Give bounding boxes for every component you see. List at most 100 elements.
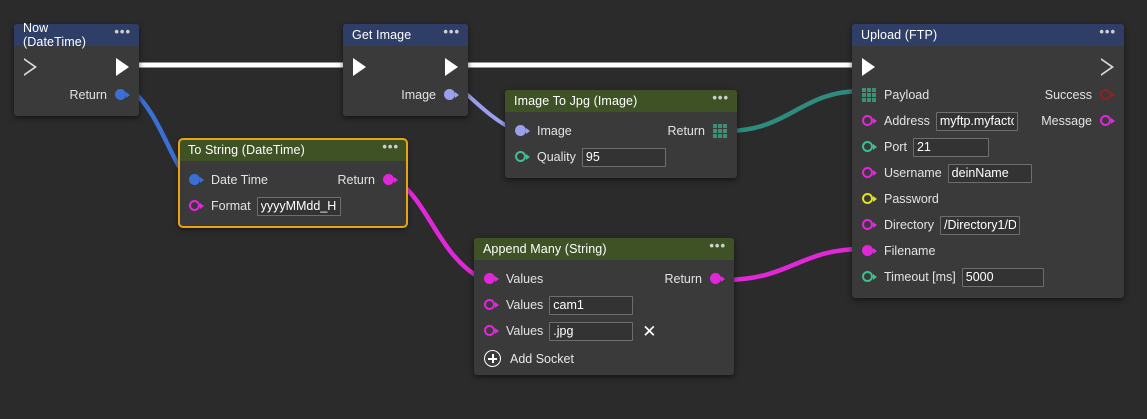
exec-in-icon[interactable] [353, 58, 366, 76]
output-label-success: Success [1044, 88, 1092, 102]
output-label-return: Return [664, 272, 702, 286]
port-input[interactable] [912, 137, 989, 157]
exec-out-icon[interactable] [1101, 58, 1114, 76]
node-body: Date Time Return Format [179, 161, 407, 227]
socket-date-time-in[interactable] [189, 174, 204, 186]
input-label-filename: Filename [884, 244, 936, 258]
username-input[interactable] [947, 163, 1032, 183]
exec-row [852, 52, 1124, 82]
node-title-bar[interactable]: Now (DateTime) ••• [14, 21, 139, 49]
node-get-image[interactable]: Get Image ••• Image [343, 24, 468, 116]
output-row-image: Image [343, 82, 468, 108]
address-input[interactable] [935, 111, 1018, 131]
socket-success-out[interactable] [1100, 89, 1115, 101]
socket-image-in[interactable] [515, 125, 530, 137]
node-menu-icon[interactable]: ••• [712, 89, 729, 105]
delete-socket-icon[interactable]: ✕ [642, 321, 657, 341]
node-menu-icon[interactable]: ••• [443, 23, 460, 39]
exec-out-icon[interactable] [445, 58, 458, 76]
socket-timeout-in[interactable] [862, 271, 877, 283]
quality-input[interactable] [581, 147, 666, 167]
socket-format-in[interactable] [189, 200, 204, 212]
row-format: Format [179, 193, 407, 219]
node-image-to-jpg[interactable]: Image To Jpg (Image) ••• Image Return [505, 90, 737, 178]
node-menu-icon[interactable]: ••• [1099, 23, 1116, 39]
row-address: Address Message [852, 108, 1124, 134]
node-title: To String (DateTime) [188, 143, 305, 157]
socket-address-in[interactable] [862, 115, 877, 127]
input-label-quality: Quality [537, 150, 576, 164]
socket-port-in[interactable] [862, 141, 877, 153]
socket-image-out[interactable] [444, 89, 459, 101]
add-socket-button[interactable]: Add Socket [474, 344, 734, 367]
socket-message-out[interactable] [1100, 115, 1115, 127]
exec-out-icon[interactable] [116, 58, 129, 76]
input-label-password: Password [884, 192, 939, 206]
input-label-date-time: Date Time [211, 173, 268, 187]
output-label-message: Message [1041, 114, 1092, 128]
node-title-bar[interactable]: To String (DateTime) ••• [179, 139, 407, 161]
socket-return-out[interactable] [115, 89, 130, 101]
input-label-image: Image [537, 124, 572, 138]
node-title: Get Image [352, 28, 412, 42]
socket-username-in[interactable] [862, 167, 877, 179]
node-title: Upload (FTP) [861, 28, 938, 42]
values-1-input[interactable] [549, 295, 634, 315]
node-body: Payload Success Address Message [852, 46, 1124, 298]
input-label-format: Format [211, 199, 251, 213]
output-label-return: Return [667, 124, 705, 138]
exec-in-icon[interactable] [862, 58, 875, 76]
row-port: Port [852, 134, 1124, 160]
input-label-values-2: Values [506, 324, 544, 338]
directory-input[interactable] [940, 215, 1021, 235]
wire-jpg-to-payload [725, 88, 863, 134]
socket-return-out[interactable] [383, 174, 398, 186]
socket-values-0-in[interactable] [484, 273, 499, 285]
row-values-1: Values [474, 292, 734, 318]
socket-password-in[interactable] [862, 193, 877, 205]
node-menu-icon[interactable]: ••• [114, 23, 131, 39]
row-password: Password [852, 186, 1124, 212]
node-title-bar[interactable]: Append Many (String) ••• [474, 238, 734, 260]
node-title: Image To Jpg (Image) [514, 94, 638, 108]
socket-quality-in[interactable] [515, 151, 530, 163]
timeout-input[interactable] [961, 267, 1044, 287]
socket-filename-in[interactable] [862, 245, 877, 257]
socket-return-out[interactable] [710, 273, 725, 285]
node-append-many-string[interactable]: Append Many (String) ••• Values Return [474, 238, 734, 375]
node-menu-icon[interactable]: ••• [709, 237, 726, 253]
socket-values-1-in[interactable] [484, 299, 499, 311]
values-2-input[interactable] [549, 321, 634, 341]
format-input[interactable] [256, 196, 341, 216]
output-label-return: Return [337, 173, 375, 187]
node-title-bar[interactable]: Get Image ••• [343, 24, 468, 46]
node-title: Append Many (String) [483, 242, 607, 256]
input-label-values-0: Values [506, 272, 544, 286]
plus-circle-icon [484, 350, 501, 367]
row-quality: Quality [505, 144, 737, 170]
node-title: Now (DateTime) [23, 21, 87, 49]
node-to-string-datetime[interactable]: To String (DateTime) ••• Date Time Retur… [178, 138, 408, 228]
output-label: Return [69, 88, 107, 102]
exec-in-icon[interactable] [24, 58, 37, 76]
input-label-payload: Payload [884, 88, 930, 102]
row-values-0: Values Return [474, 266, 734, 292]
output-label: Image [401, 88, 436, 102]
node-upload-ftp[interactable]: Upload (FTP) ••• Payload Success [852, 24, 1124, 298]
input-label-timeout: Timeout [ms] [884, 270, 956, 284]
wire-tostring-to-appendmany [396, 179, 486, 283]
grid-icon[interactable] [862, 88, 876, 102]
row-image: Image Return [505, 118, 737, 144]
grid-icon[interactable] [713, 124, 727, 138]
node-now-datetime[interactable]: Now (DateTime) ••• Return [14, 21, 139, 116]
node-title-bar[interactable]: Upload (FTP) ••• [852, 24, 1124, 46]
node-body: Return [14, 46, 139, 116]
node-title-bar[interactable]: Image To Jpg (Image) ••• [505, 90, 737, 112]
row-values-2: Values ✕ [474, 318, 734, 344]
socket-directory-in[interactable] [862, 219, 877, 231]
node-menu-icon[interactable]: ••• [382, 138, 399, 154]
row-date-time: Date Time Return [179, 167, 407, 193]
exec-row [14, 52, 139, 82]
socket-values-2-in[interactable] [484, 325, 499, 337]
